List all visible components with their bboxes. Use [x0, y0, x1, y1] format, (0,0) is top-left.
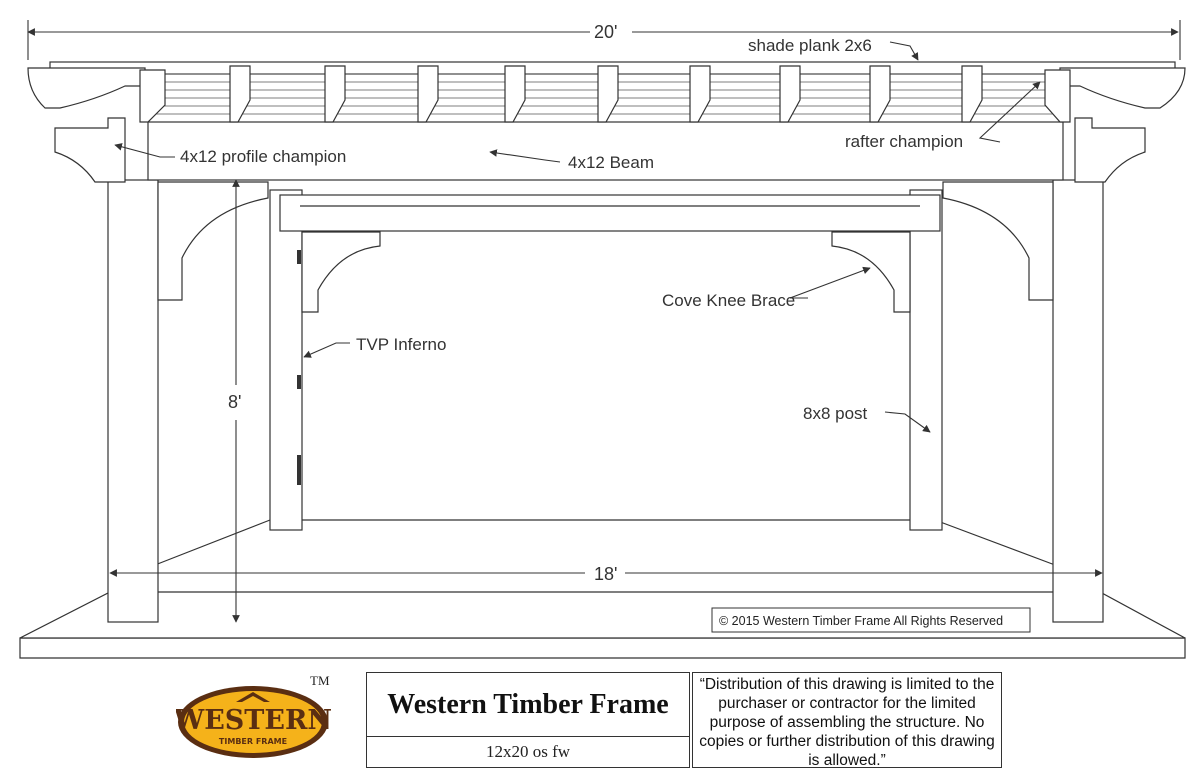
- pergola-drawing: 20' shade plank 2x6 rafter champion 4x12…: [19, 20, 1186, 659]
- overall-width-label: 20': [594, 22, 617, 42]
- logo-sub: TIMBER FRAME: [219, 737, 287, 746]
- trademark: TM: [310, 673, 330, 688]
- title-block: Western Timber Frame 12x20 os fw: [366, 672, 690, 768]
- ground-slab: [19, 637, 1186, 659]
- back-brace-left: [301, 231, 381, 313]
- drawing-id: 12x20 os fw: [485, 742, 571, 761]
- company-name: Western Timber Frame: [367, 673, 689, 737]
- height-label: 8': [228, 392, 241, 412]
- rafter-label: rafter champion: [845, 132, 963, 151]
- western-logo: WESTERN TIMBER FRAME: [176, 686, 331, 758]
- front-brace-right: [942, 181, 1054, 301]
- tvp-label: TVP Inferno: [356, 335, 446, 354]
- copyright-text: © 2015 Western Timber Frame All Rights R…: [719, 614, 1003, 628]
- back-brace-right: [831, 231, 911, 313]
- logo-main: WESTERN: [176, 705, 331, 736]
- cove-brace-label: Cove Knee Brace: [662, 291, 795, 310]
- post-label: 8x8 post: [803, 404, 868, 423]
- front-beam: [147, 121, 1064, 181]
- rafter-end-right: [1059, 67, 1186, 109]
- profile-right: [1074, 117, 1146, 183]
- profile-left: [54, 117, 126, 183]
- beam-label: 4x12 Beam: [568, 153, 654, 172]
- back-post-left: [269, 189, 303, 531]
- back-post-right: [909, 189, 943, 531]
- rafter-end-left: [27, 67, 146, 109]
- distribution-notice: “Distribution of this drawing is limited…: [692, 672, 1002, 769]
- post-span-label: 18': [594, 564, 617, 584]
- front-brace-left: [157, 181, 269, 301]
- copyright-box: [711, 607, 1031, 633]
- shade-plank-label: shade plank 2x6: [748, 36, 872, 55]
- front-post-left: [107, 179, 159, 623]
- profile-label: 4x12 profile champion: [180, 147, 346, 166]
- front-post-right: [1052, 179, 1104, 623]
- back-beam: [279, 194, 941, 232]
